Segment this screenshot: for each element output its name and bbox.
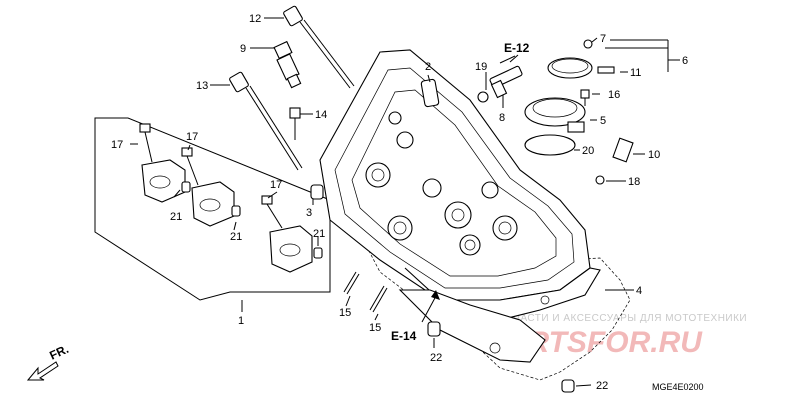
callout-6: 6	[682, 55, 688, 67]
part-8-sensor	[489, 65, 523, 99]
part-14-bolt	[289, 107, 301, 140]
callout-18: 18	[628, 176, 640, 188]
part-21-dowels	[181, 181, 323, 259]
e12-arrow	[509, 54, 519, 63]
part-15-studs	[343, 271, 388, 313]
callout-16: 16	[608, 89, 620, 101]
part-10-sensor	[612, 137, 634, 163]
callout-15-b: 15	[369, 322, 381, 334]
callout-8: 8	[499, 112, 505, 124]
cam-holder-group-bracket	[94, 117, 331, 301]
part-3-dowel	[310, 184, 324, 200]
part-6-clamp	[547, 57, 593, 79]
ref-e14: E-14	[391, 329, 417, 343]
callout-20: 20	[582, 145, 594, 157]
part-20-o-ring	[524, 134, 576, 156]
front-arrow-icon	[26, 361, 59, 381]
callout-3: 3	[306, 207, 312, 219]
ref-e12: E-12	[504, 41, 530, 55]
callout-21-b: 21	[230, 231, 242, 243]
part-16-bolt	[580, 89, 590, 106]
watermark-tagline: ЗАПЧАСТИ И АКСЕССУАРЫ ДЛЯ МОТОТЕХНИКИ	[492, 313, 747, 324]
cam-holder-mid	[191, 181, 235, 227]
part-12-long-bolt	[283, 5, 355, 89]
callout-22-b: 22	[596, 380, 608, 392]
callout-9: 9	[240, 43, 246, 55]
direction-label: FR.	[47, 342, 70, 363]
callout-19: 19	[475, 61, 487, 73]
callout-17-a: 17	[111, 139, 123, 151]
cam-holder-left	[141, 159, 186, 203]
part-5-insulator	[524, 97, 586, 133]
callout-22-a: 22	[430, 352, 442, 364]
part-18-washer	[595, 175, 605, 185]
callout-7: 7	[600, 33, 606, 45]
part-13-long-bolt	[229, 71, 303, 171]
callout-11: 11	[630, 67, 641, 79]
leader-lines	[130, 17, 680, 387]
front-direction-indicator: FR.	[26, 342, 71, 381]
callout-2: 2	[425, 61, 431, 73]
callout-1: 1	[238, 315, 244, 327]
callout-17-b: 17	[186, 131, 198, 143]
callout-10: 10	[648, 149, 660, 161]
part-9-spark-plug	[273, 40, 302, 89]
cylinder-head	[319, 49, 601, 363]
cam-holder-right	[269, 225, 313, 273]
callout-5: 5	[600, 115, 606, 127]
callout-15-a: 15	[339, 307, 351, 319]
callout-21-c: 21	[313, 228, 325, 240]
callout-13: 13	[196, 80, 208, 92]
part-19-nut	[477, 91, 489, 103]
callout-12: 12	[249, 13, 261, 25]
callout-21-a: 21	[170, 211, 182, 223]
part-17-bolts	[139, 123, 283, 229]
e14-arrow	[421, 290, 440, 323]
part-2-dowel	[420, 78, 440, 108]
diagram-code: MGE4E0200	[652, 382, 704, 392]
part-11-bolt	[597, 66, 615, 74]
callout-4: 4	[636, 285, 642, 297]
part-22-dowels	[427, 321, 575, 393]
part-7-screw	[583, 39, 593, 49]
callout-17-c: 17	[270, 179, 282, 191]
callout-14: 14	[315, 109, 327, 121]
